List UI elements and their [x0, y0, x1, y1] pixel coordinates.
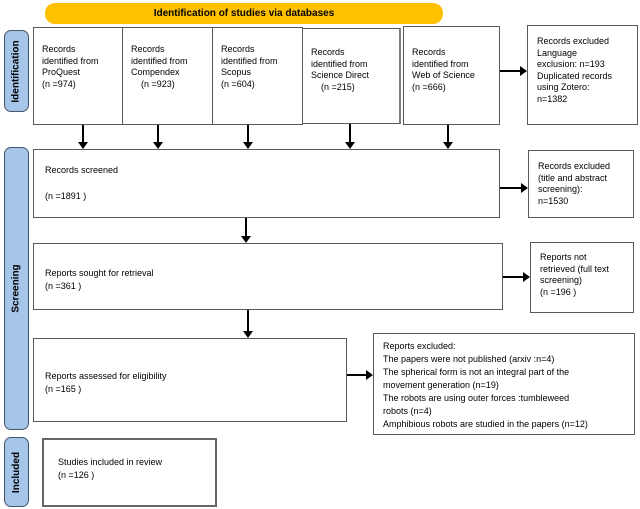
arrowhead-screened-to-excluded: [521, 183, 528, 193]
studies-included-box: Studies included in review (n =126 ): [42, 438, 217, 507]
arrow-wos-to-excluded: [500, 70, 520, 72]
records-box-web-of-science: Records identified from Web of Science (…: [403, 26, 500, 125]
stage-tab-included-label: Included: [11, 451, 22, 493]
records-box-compendex: Records identified from Compendex (n =92…: [122, 27, 213, 125]
records-box-science-direct: Records identified from Science Direct (…: [302, 28, 401, 124]
arrow-scopus-to-screened: [247, 125, 249, 142]
reports-sought-box: Reports sought for retrieval (n =361 ): [33, 243, 503, 310]
arrowhead-assessed-to-excluded: [366, 370, 373, 380]
arrowhead-sought-to-assessed: [243, 331, 253, 338]
arrow-web-of-science-to-screened: [447, 125, 449, 142]
arrow-science-direct-to-screened: [349, 124, 351, 142]
stage-tab-identification-label: Identification: [11, 39, 23, 103]
excluded-box-language-duplicates: Records excluded Language exclusion: n=1…: [527, 25, 638, 125]
stage-tab-screening-label: Screening: [11, 264, 23, 313]
excluded-box-not-retrieved: Reports not retrieved (full text screeni…: [530, 242, 634, 313]
excluded-box-title-abstract: Records excluded (title and abstract scr…: [528, 150, 634, 218]
reports-assessed-box: Reports assessed for eligibility (n =165…: [33, 338, 347, 422]
arrowhead-web-of-science-to-screened: [443, 142, 453, 149]
arrowhead-compendex-to-screened: [153, 142, 163, 149]
arrow-sought-to-assessed: [247, 310, 249, 331]
stage-tab-included: Included: [4, 437, 29, 507]
arrowhead-sought-to-not-retrieved: [523, 272, 530, 282]
arrow-proquest-to-screened: [82, 125, 84, 142]
stage-tab-screening: Screening: [4, 147, 29, 430]
records-screened-box: Records screened (n =1891 ): [33, 149, 500, 218]
arrowhead-proquest-to-screened: [78, 142, 88, 149]
arrow-assessed-to-excluded: [347, 374, 366, 376]
records-box-proquest: Records identified from ProQuest (n =974…: [33, 27, 123, 125]
arrow-sought-to-not-retrieved: [503, 276, 523, 278]
records-box-scopus: Records identified from Scopus (n =604): [212, 27, 303, 125]
arrow-screened-to-excluded: [500, 187, 521, 189]
stage-tab-identification: Identification: [4, 30, 29, 112]
arrowhead-screened-to-sought: [241, 236, 251, 243]
arrowhead-science-direct-to-screened: [345, 142, 355, 149]
arrowhead-scopus-to-screened: [243, 142, 253, 149]
arrowhead-wos-to-excluded: [520, 66, 527, 76]
arrow-compendex-to-screened: [157, 125, 159, 142]
arrow-screened-to-sought: [245, 218, 247, 236]
banner-identification-of-studies: Identification of studies via databases: [45, 3, 443, 24]
excluded-box-full-text-reasons: Reports excluded: The papers were not pu…: [373, 333, 635, 435]
